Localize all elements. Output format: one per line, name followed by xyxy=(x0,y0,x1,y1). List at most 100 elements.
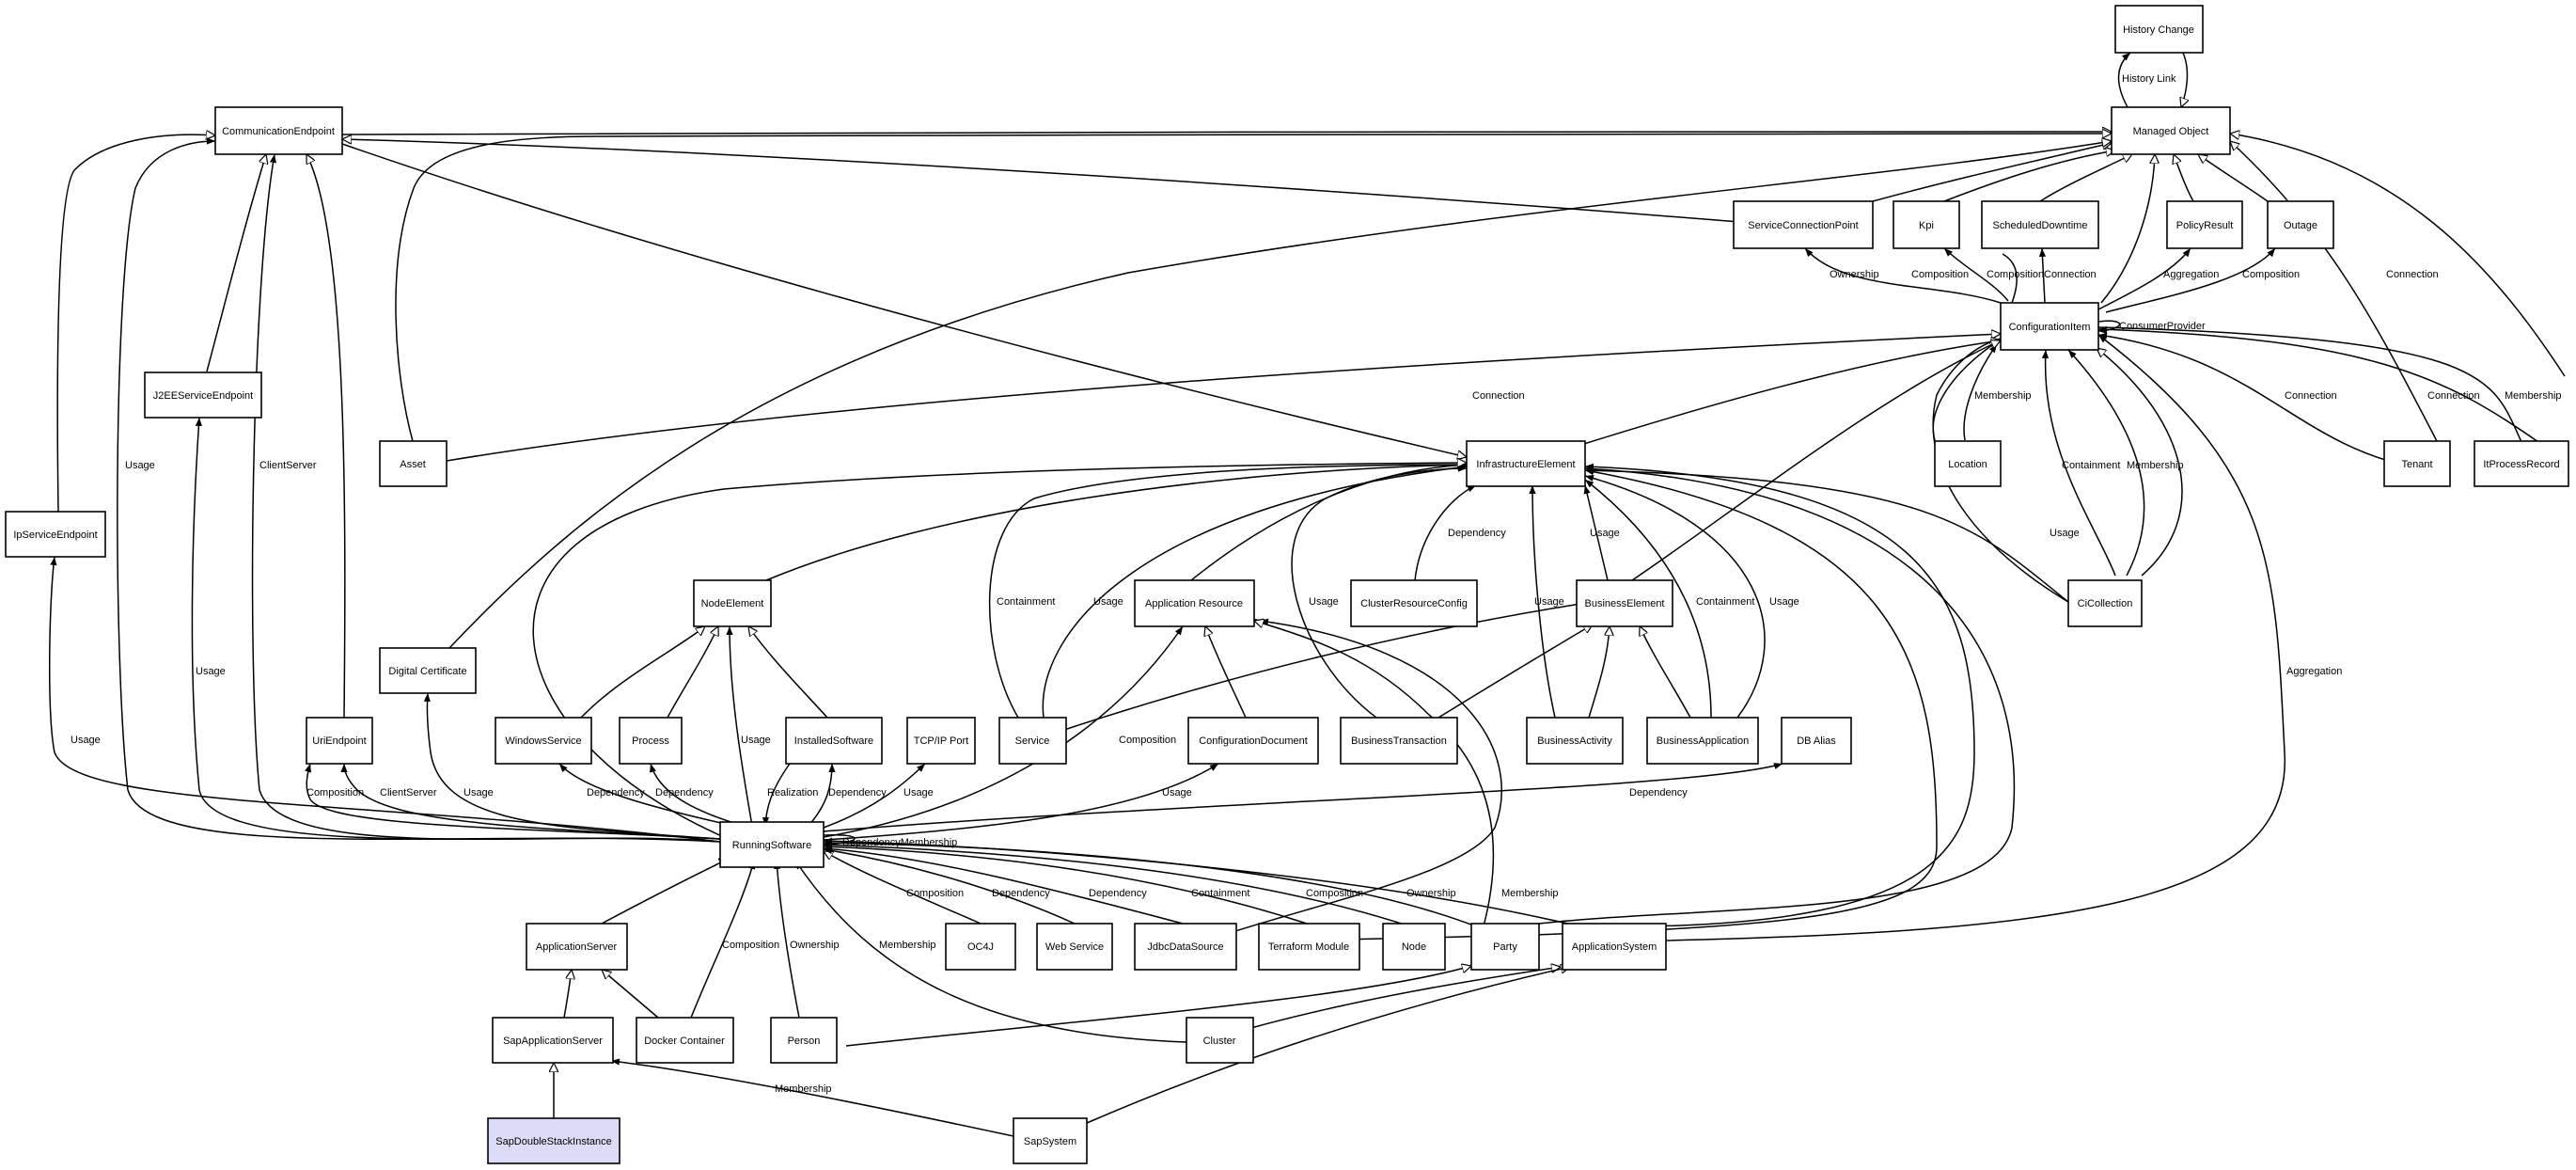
node-configuration-item-box[interactable] xyxy=(2000,302,2099,351)
node-party-box[interactable] xyxy=(1470,923,1540,971)
node-application-system-box[interactable] xyxy=(1562,923,1667,971)
node-configuration-document-box[interactable] xyxy=(1187,717,1319,765)
node-jdbc-data-source-box[interactable] xyxy=(1134,923,1237,971)
edge-ci-policy xyxy=(2096,247,2191,311)
node-tenant-box[interactable] xyxy=(2383,440,2451,487)
edge-sapsystem-appsys xyxy=(1086,967,1570,1124)
node-scheduled-downtime-box[interactable] xyxy=(1981,200,2099,249)
edge-sapsystem-sapappserver xyxy=(610,1058,1014,1137)
node-service-box[interactable] xyxy=(998,717,1067,765)
node-ip-service-endpoint: IpServiceEndpoint xyxy=(13,530,97,541)
node-cluster-box[interactable] xyxy=(1186,1017,1254,1064)
node-node-box[interactable] xyxy=(1382,923,1446,971)
node-web-service: Web Service xyxy=(1045,941,1104,953)
edge-rs-instsw xyxy=(808,763,836,827)
node-business-activity-box[interactable] xyxy=(1526,717,1624,765)
node-outage-box[interactable] xyxy=(2267,200,2334,249)
node-business-transaction-box[interactable] xyxy=(1340,717,1458,765)
node-sap-double-stack-instance-box[interactable] xyxy=(487,1117,620,1164)
node-policy-result-box[interactable] xyxy=(2166,200,2243,249)
node-db-alias-box[interactable] xyxy=(1781,717,1852,765)
node-windows-service-box[interactable] xyxy=(495,717,592,765)
edge-cluster-appsys xyxy=(1247,967,1561,1030)
node-business-element-box[interactable] xyxy=(1576,579,1673,627)
node-application-system: ApplicationSystem xyxy=(1572,941,1657,953)
node-uri-endpoint-box[interactable] xyxy=(306,717,373,765)
edge-oc4j-rs xyxy=(824,851,982,925)
edge-rs-process xyxy=(650,763,744,827)
node-oc4j-box[interactable] xyxy=(945,923,1016,971)
edge-uri-commend xyxy=(306,154,346,719)
node-communication-endpoint-box[interactable] xyxy=(214,106,343,155)
edge-bizapp-ie2 xyxy=(1584,474,1766,719)
label-consumer-provider: ConsumerProvider xyxy=(2119,321,2206,332)
node-digital-certificate-box[interactable] xyxy=(379,647,477,694)
node-ci-collection-box[interactable] xyxy=(2067,579,2143,627)
node-business-transaction: BusinessTransaction xyxy=(1351,735,1447,747)
node-service-connection-point-box[interactable] xyxy=(1733,200,1874,249)
node-tcpip-port-box[interactable] xyxy=(906,717,976,765)
edge-instsw-rs xyxy=(762,763,791,827)
node-tcpip-port: TCP/IP Port xyxy=(914,735,968,747)
node-terraform-module-box[interactable] xyxy=(1258,923,1360,971)
edge-rs-uri-comp xyxy=(305,763,721,840)
node-node-element-box[interactable] xyxy=(693,579,772,627)
node-running-software-box[interactable] xyxy=(719,821,825,868)
label-dependency: Dependency xyxy=(828,787,887,798)
node-infrastructure-element-box[interactable] xyxy=(1466,440,1586,487)
edge-rs-self xyxy=(823,833,856,848)
node-managed-object-box[interactable] xyxy=(2111,106,2231,155)
label-connection: Connection xyxy=(2386,269,2439,280)
label-usage: Usage xyxy=(125,460,155,471)
node-history-change-box[interactable] xyxy=(2114,5,2204,54)
edge-ci-kpi-comp xyxy=(2002,253,2018,304)
node-kpi-box[interactable] xyxy=(1893,200,1960,249)
node-ci-collection: CiCollection xyxy=(2078,598,2133,609)
label-dependency: Dependency xyxy=(1448,528,1506,539)
edge-rs-nodeelem-gen xyxy=(532,463,1467,838)
node-process-box[interactable] xyxy=(619,717,683,765)
edge-j2ee-commend xyxy=(206,154,266,372)
node-ip-service-endpoint-box[interactable] xyxy=(5,511,106,558)
node-cluster-resource-config-box[interactable] xyxy=(1350,579,1478,627)
edge-person-rs xyxy=(774,860,800,1019)
node-application-resource-box[interactable] xyxy=(1134,579,1255,627)
node-web-service-box[interactable] xyxy=(1036,923,1113,971)
node-it-process-record-box[interactable] xyxy=(2474,440,2569,487)
node-installed-software-box[interactable] xyxy=(785,717,883,765)
node-running-software: RunningSoftware xyxy=(732,840,811,851)
edge-rs-nodeelem xyxy=(726,625,753,827)
label-composition: Composition xyxy=(1119,735,1176,746)
edge-ci-kpi xyxy=(1943,247,2009,302)
node-person-box[interactable] xyxy=(770,1017,838,1064)
label-membership: Membership xyxy=(2127,460,2184,471)
node-application-server-box[interactable] xyxy=(526,923,628,971)
label-composition: Composition xyxy=(1987,269,2044,280)
label-dependency-membership: DependencyMembership xyxy=(842,837,957,848)
label-history-link: History Link xyxy=(2122,73,2176,85)
node-j2ee-service-endpoint-box[interactable] xyxy=(144,372,262,419)
edge-bizapp-ie xyxy=(1584,479,1712,719)
node-location-box[interactable] xyxy=(1934,440,2002,487)
node-sap-system-box[interactable] xyxy=(1013,1117,1088,1164)
edge-rs-commend-cs xyxy=(251,153,721,843)
node-docker-container-box[interactable] xyxy=(636,1017,734,1064)
node-application-server: ApplicationServer xyxy=(536,941,618,953)
edge-crc-ie xyxy=(1414,484,1477,581)
label-ownership: Ownership xyxy=(1830,269,1879,280)
edge-sched-mo xyxy=(2039,153,2132,202)
edge-rs-j2ee xyxy=(191,417,721,843)
node-asset-box[interactable] xyxy=(379,440,448,487)
node-sap-application-server-box[interactable] xyxy=(492,1017,614,1064)
node-business-application-box[interactable] xyxy=(1646,717,1759,765)
edge-instsw-nodeelem xyxy=(748,626,828,719)
edge-tf-ie xyxy=(1289,468,1938,941)
edge-nodeelem-ie xyxy=(765,465,1467,581)
label-usage: Usage xyxy=(1093,596,1123,608)
label-composition: Composition xyxy=(1306,888,1363,899)
edge-jdbc-appres-gen xyxy=(1254,621,1495,927)
edge-confdoc-appres xyxy=(1205,626,1247,719)
edge-asset-ci xyxy=(446,334,2001,462)
edge-party-ie xyxy=(1515,465,2016,927)
edge-asset-mo xyxy=(395,134,2112,442)
